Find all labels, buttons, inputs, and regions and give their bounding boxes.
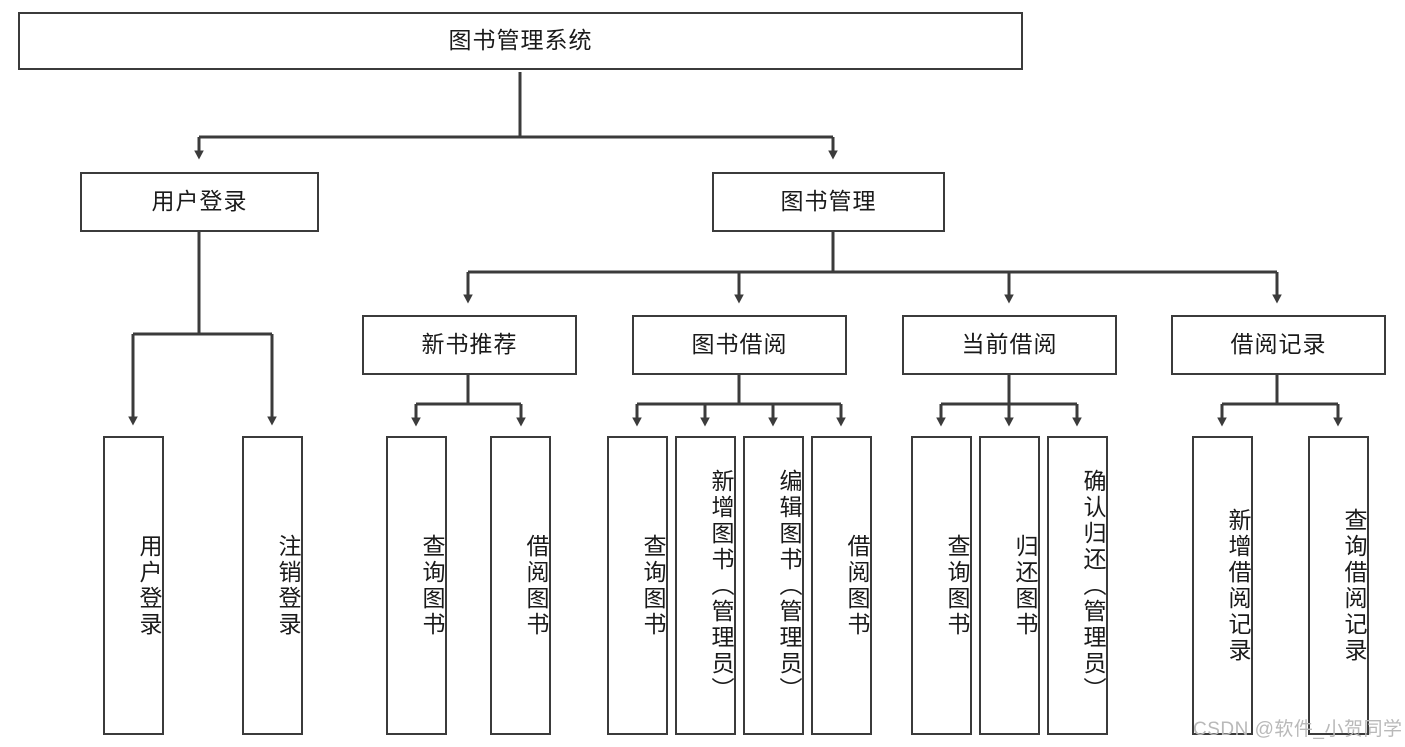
node-leaf-return-book[interactable]: 归还图书 bbox=[979, 436, 1040, 735]
node-leaf-query-book-3-label: 查询图书 bbox=[944, 533, 970, 638]
node-leaf-edit-book-label: 编辑图书（管理员） bbox=[776, 468, 802, 703]
node-current-borrow[interactable]: 当前借阅 bbox=[902, 315, 1117, 375]
node-leaf-query-book-2-label: 查询图书 bbox=[640, 533, 666, 638]
node-leaf-query-book-2[interactable]: 查询图书 bbox=[607, 436, 668, 735]
node-root[interactable]: 图书管理系统 bbox=[18, 12, 1023, 70]
node-leaf-query-book-1[interactable]: 查询图书 bbox=[386, 436, 447, 735]
node-leaf-add-book-label: 新增图书（管理员） bbox=[708, 468, 734, 703]
node-leaf-logout-login-label: 注销登录 bbox=[275, 533, 301, 638]
node-borrow-record-label: 借阅记录 bbox=[1230, 331, 1327, 358]
node-leaf-edit-book[interactable]: 编辑图书（管理员） bbox=[743, 436, 804, 735]
node-book-borrow-label: 图书借阅 bbox=[691, 331, 788, 358]
node-leaf-query-book-3[interactable]: 查询图书 bbox=[911, 436, 972, 735]
node-book-management[interactable]: 图书管理 bbox=[712, 172, 945, 232]
node-leaf-add-record-label: 新增借阅记录 bbox=[1225, 507, 1251, 664]
node-leaf-borrow-book-1-label: 借阅图书 bbox=[523, 533, 549, 638]
node-new-book-recommend[interactable]: 新书推荐 bbox=[362, 315, 577, 375]
node-borrow-record[interactable]: 借阅记录 bbox=[1171, 315, 1386, 375]
node-leaf-borrow-book-2[interactable]: 借阅图书 bbox=[811, 436, 872, 735]
node-leaf-add-book[interactable]: 新增图书（管理员） bbox=[675, 436, 736, 735]
node-new-book-recommend-label: 新书推荐 bbox=[421, 331, 518, 358]
node-current-borrow-label: 当前借阅 bbox=[961, 331, 1058, 358]
node-leaf-query-book-1-label: 查询图书 bbox=[419, 533, 445, 638]
node-leaf-confirm-return-label: 确认归还（管理员） bbox=[1080, 468, 1106, 703]
node-leaf-query-record-label: 查询借阅记录 bbox=[1341, 507, 1367, 664]
node-book-borrow[interactable]: 图书借阅 bbox=[632, 315, 847, 375]
node-root-label: 图书管理系统 bbox=[448, 27, 593, 54]
node-leaf-confirm-return[interactable]: 确认归还（管理员） bbox=[1047, 436, 1108, 735]
node-user-login[interactable]: 用户登录 bbox=[80, 172, 319, 232]
node-leaf-logout-login[interactable]: 注销登录 bbox=[242, 436, 303, 735]
node-book-management-label: 图书管理 bbox=[780, 188, 877, 215]
node-user-login-label: 用户登录 bbox=[151, 188, 248, 215]
node-leaf-return-book-label: 归还图书 bbox=[1012, 533, 1038, 638]
node-leaf-add-record[interactable]: 新增借阅记录 bbox=[1192, 436, 1253, 735]
node-leaf-borrow-book-2-label: 借阅图书 bbox=[844, 533, 870, 638]
node-leaf-user-login-label: 用户登录 bbox=[136, 533, 162, 638]
node-leaf-query-record[interactable]: 查询借阅记录 bbox=[1308, 436, 1369, 735]
node-leaf-user-login[interactable]: 用户登录 bbox=[103, 436, 164, 735]
node-leaf-borrow-book-1[interactable]: 借阅图书 bbox=[490, 436, 551, 735]
